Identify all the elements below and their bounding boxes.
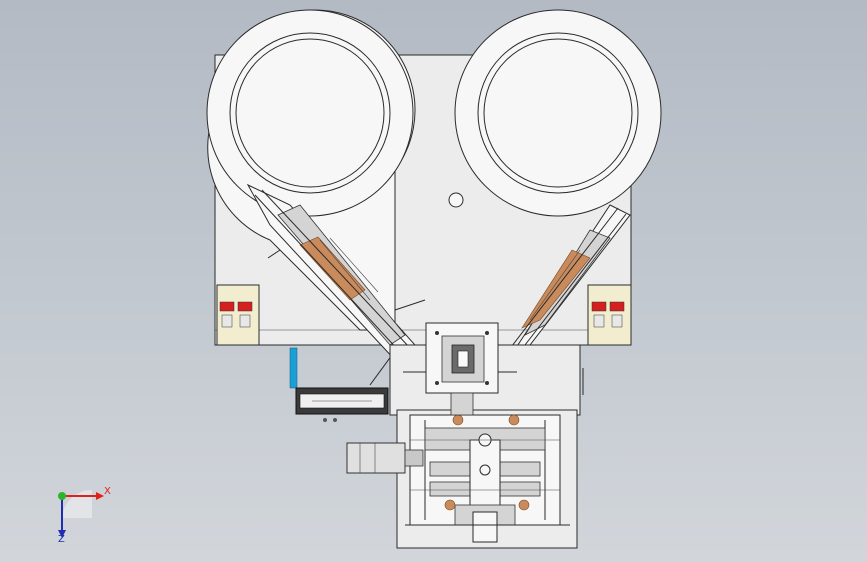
motor xyxy=(346,442,424,474)
centre-hole xyxy=(448,192,464,208)
right-control-box xyxy=(587,284,632,346)
x-axis-label: X xyxy=(104,486,111,497)
right-feed-track xyxy=(504,204,631,361)
left-feed-track xyxy=(246,183,426,386)
z-axis-label: Z xyxy=(58,534,65,545)
die-block xyxy=(425,322,499,416)
cyan-strip xyxy=(289,347,298,389)
lower-frame xyxy=(396,409,578,549)
left-control-box xyxy=(216,284,260,346)
axis-triad-graphic xyxy=(58,489,104,538)
electric-box xyxy=(295,387,389,422)
axis-triad: X Z xyxy=(40,478,130,548)
right-feeder-bowl xyxy=(454,9,662,217)
left-feeder-bowl xyxy=(206,9,416,331)
